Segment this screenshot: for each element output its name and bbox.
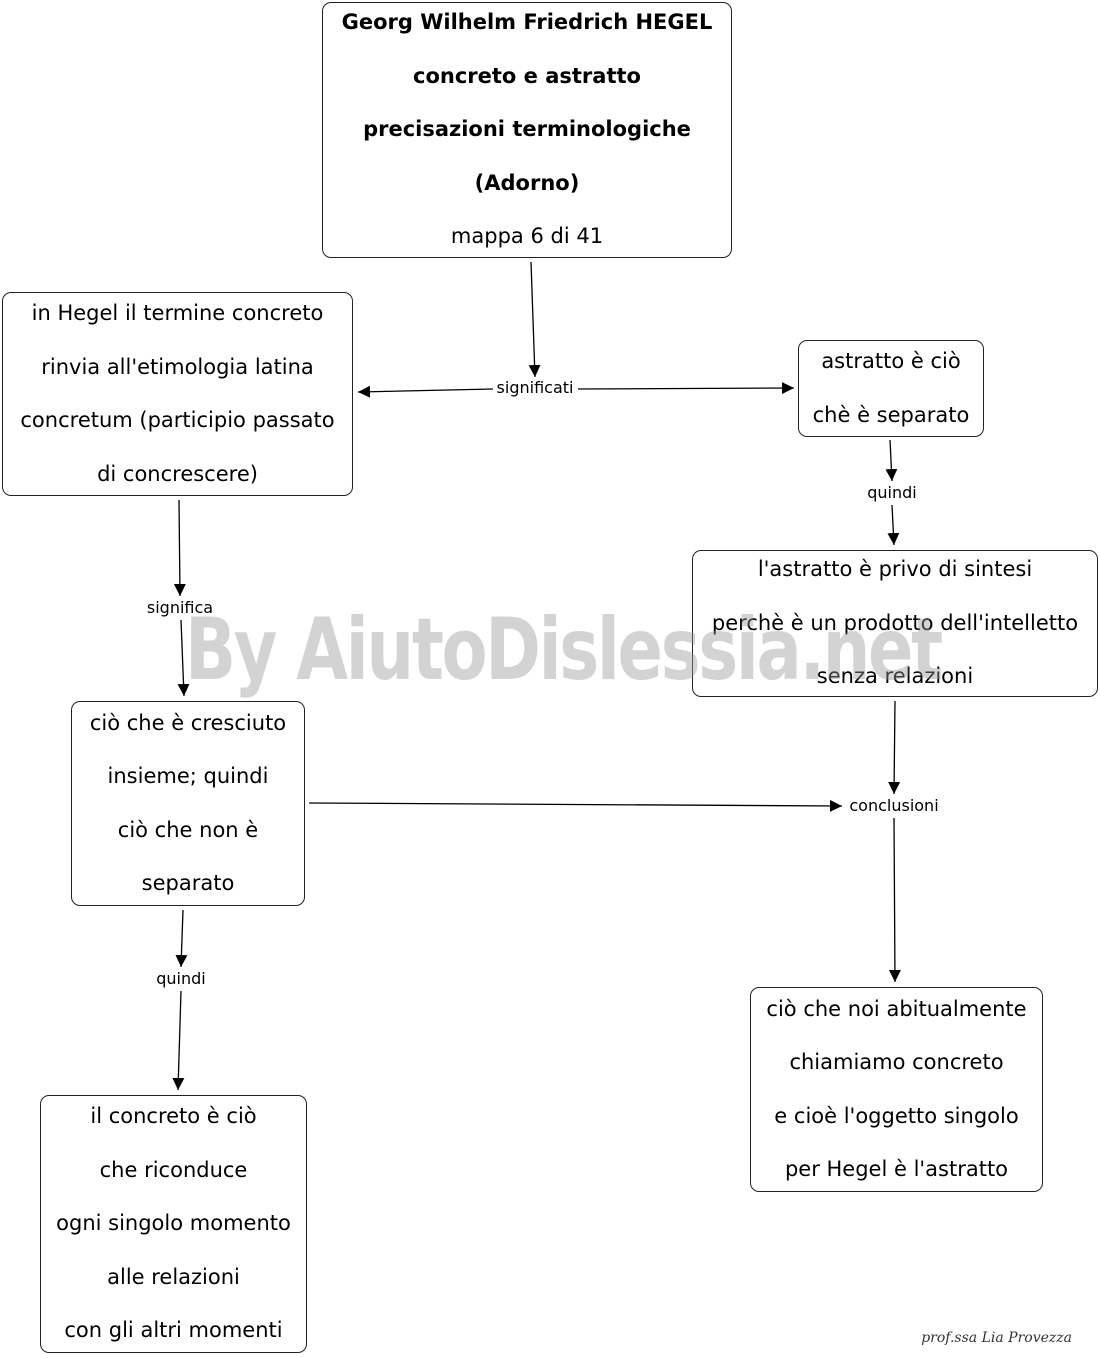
node-line: che riconduce	[99, 1157, 248, 1182]
title-line-4: (Adorno)	[474, 170, 580, 195]
concreto-relazioni-node: il concreto è ciò che riconduce ogni sin…	[40, 1095, 307, 1353]
connector-title-to-significati	[528, 261, 541, 378]
astratto-sintesi-node: l'astratto è privo di sintesi perchè è u…	[692, 550, 1098, 697]
title-line-1: Georg Wilhelm Friedrich HEGEL	[341, 10, 713, 35]
connector-significati-to-astratto	[577, 382, 795, 395]
link-label-conclusioni: conclusioni	[846, 796, 942, 816]
connector-etimologia-to-significa	[173, 499, 186, 597]
connector-quindi-to-relazioni	[172, 990, 185, 1091]
link-label-significati: significati	[493, 378, 577, 398]
node-line: concretum (participio passato	[20, 408, 335, 432]
concreto-etimologia-node: in Hegel il termine concreto rinvia all'…	[2, 292, 353, 496]
node-line: insieme; quindi	[107, 764, 269, 788]
node-line: il concreto è ciò	[90, 1104, 257, 1129]
cresciuto-insieme-node: ciò che è cresciuto insieme; quindi ciò …	[71, 701, 305, 906]
watermark: By AiutoDislessia.net	[185, 600, 943, 700]
link-label-quindi-left: quindi	[153, 969, 209, 989]
connector-sintesi-to-conclusioni	[888, 700, 901, 795]
node-line: ciò che noi abitualmente	[766, 996, 1027, 1021]
node-line: senza relazioni	[816, 664, 974, 689]
author-signature: prof.ssa Lia Provezza	[921, 1330, 1072, 1346]
node-line: l'astratto è privo di sintesi	[757, 557, 1033, 582]
astratto-separato-node: astratto è ciò chè è separato	[798, 340, 984, 437]
node-line: astratto è ciò	[821, 349, 961, 373]
node-line: rinvia all'etimologia latina	[41, 354, 314, 379]
node-line: alle relazioni	[107, 1264, 240, 1289]
connector-conclusioni-to-oggetto	[888, 817, 901, 983]
title-node: Georg Wilhelm Friedrich HEGEL concreto e…	[322, 2, 732, 258]
title-line-2: concreto e astratto	[413, 63, 641, 88]
node-line: e cioè l'oggetto singolo	[774, 1103, 1019, 1128]
node-line: chè è separato	[812, 402, 970, 427]
node-line: per Hegel è l'astratto	[784, 1157, 1009, 1181]
node-line: ciò che è cresciuto	[89, 710, 287, 735]
link-label-significa: significa	[143, 598, 217, 618]
node-line: ciò che non è	[117, 817, 259, 842]
title-line-3: precisazioni terminologiche	[363, 117, 691, 142]
connector-significa-to-cresciuto	[177, 619, 190, 697]
node-line: perchè è un prodotto dell'intelletto	[711, 610, 1079, 635]
connector-cresciuto-to-conclusioni	[308, 799, 843, 812]
node-line: separato	[141, 871, 235, 895]
connector-significati-to-etimologia	[357, 385, 494, 398]
map-counter: mappa 6 di 41	[450, 224, 604, 249]
connector-cresciuto-to-quindi	[175, 909, 188, 968]
node-line: ogni singolo momento	[56, 1211, 291, 1236]
oggetto-singolo-node: ciò che noi abitualmente chiamiamo concr…	[750, 987, 1043, 1192]
connector-quindi-to-sintesi	[887, 504, 900, 546]
connector-astratto-to-quindi	[885, 439, 898, 482]
node-line: con gli altri momenti	[64, 1318, 283, 1343]
node-line: chiamiamo concreto	[789, 1050, 1004, 1074]
link-label-quindi-right: quindi	[864, 483, 920, 503]
node-line: in Hegel il termine concreto	[31, 301, 324, 325]
node-line: di concrescere)	[97, 461, 258, 486]
